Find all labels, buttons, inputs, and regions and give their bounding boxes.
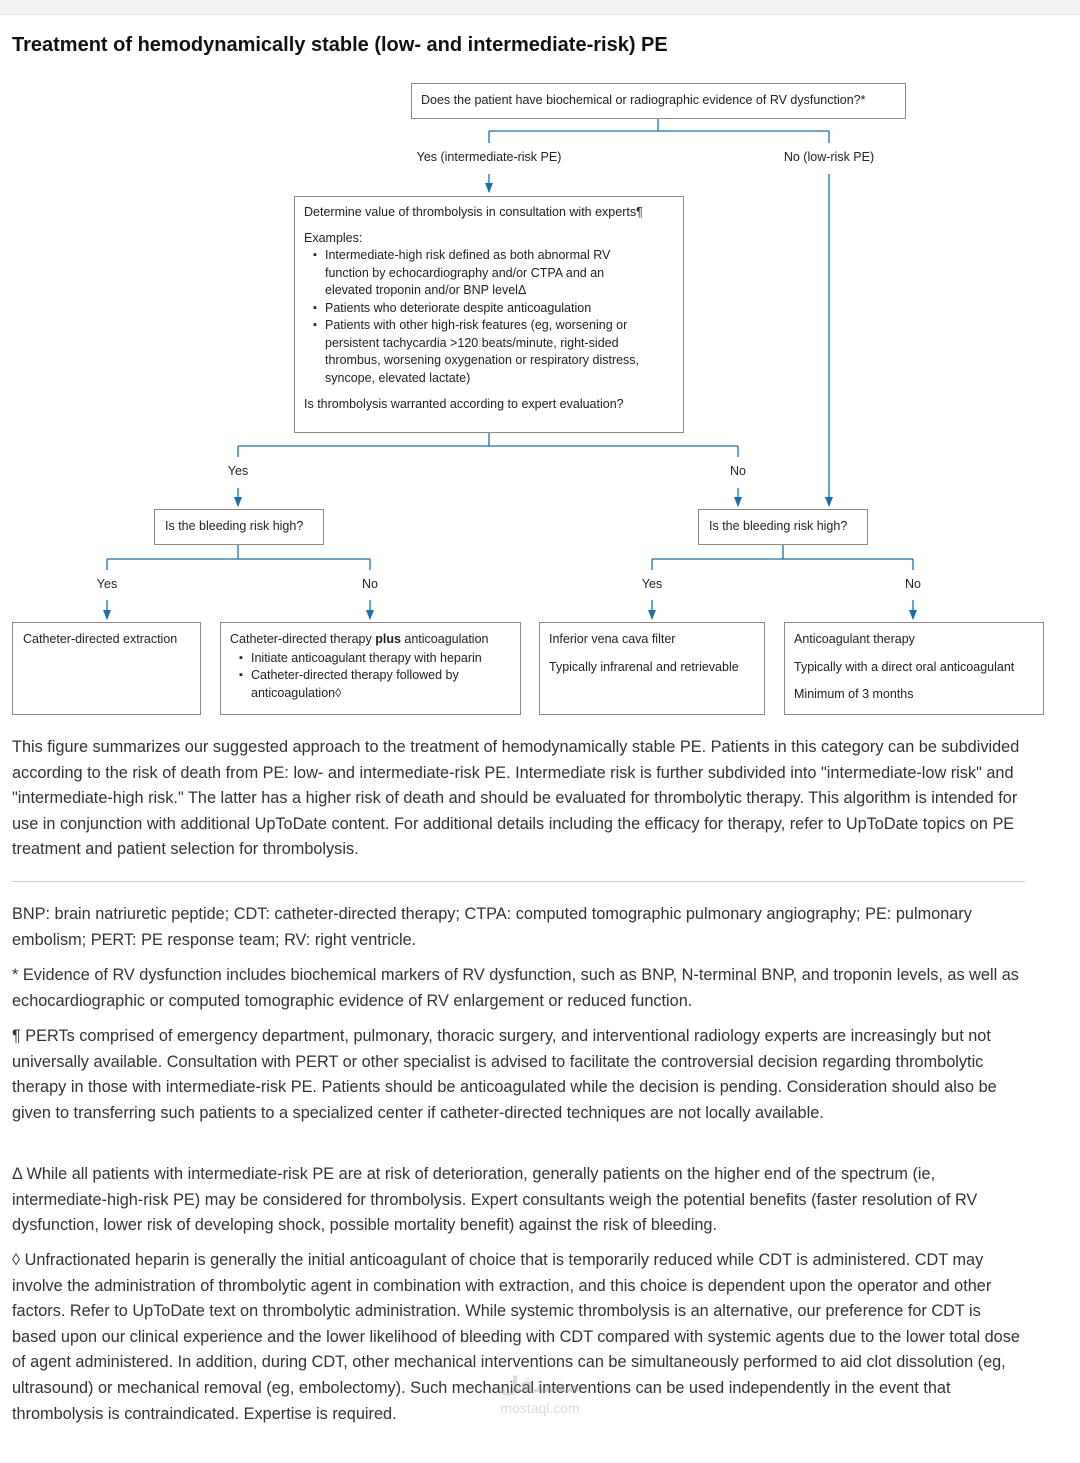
bleeding-risk-question: Is the bleeding risk high? [709, 519, 848, 533]
branch-label-yes-intermediate: Yes (intermediate-risk PE) [416, 150, 562, 164]
branch-label-no-low-risk: No (low-risk PE) [783, 150, 875, 164]
branch-label-no: No [362, 577, 378, 591]
outcome-detail: Minimum of 3 months [794, 687, 914, 701]
branch-label-no: No [905, 577, 921, 591]
branch-label-yes: Yes [641, 577, 663, 591]
thrombolysis-question: Is thrombolysis warranted according to e… [304, 397, 624, 411]
page-title: Treatment of hemodynamically stable (low… [12, 34, 668, 56]
examples-list: Intermediate-high risk defined as both a… [304, 247, 674, 387]
list-item: Initiate anticoagulant therapy with hepa… [239, 650, 511, 668]
watermark-subtext: mostaql.com [500, 1400, 580, 1416]
bleeding-risk-question-box-right: Is the bleeding risk high? [698, 509, 868, 545]
list-item: Patients with other high-risk features (… [313, 317, 674, 387]
rv-dysfunction-question: Does the patient have biochemical or rad… [421, 93, 866, 107]
footnote-pilcrow: ¶ PERTs comprised of emergency departmen… [12, 1027, 997, 1122]
bleeding-risk-question-box-left: Is the bleeding risk high? [154, 509, 324, 545]
list-item: Intermediate-high risk defined as both a… [313, 247, 674, 300]
outcome-list: Initiate anticoagulant therapy with hepa… [230, 650, 511, 703]
branch-label-no: No [730, 464, 746, 478]
watermark-text: مستقل [499, 1372, 581, 1397]
branch-label-yes: Yes [227, 464, 249, 478]
watermark-logo: مستقل mostaql.com [470, 1372, 610, 1416]
outcome-detail: Typically infrarenal and retrievable [549, 659, 739, 674]
outcome-heading-pre: Catheter-directed therapy [230, 632, 376, 646]
footnote-diamond: ◊ Unfractionated heparin is generally th… [12, 1251, 1020, 1423]
outcome-anticoagulant-box: Anticoagulant therapy Typically with a d… [784, 622, 1044, 715]
outcome-text: Inferior vena cava filter [549, 632, 676, 646]
footnote-star: * Evidence of RV dysfunction includes bi… [12, 966, 1019, 1010]
outcome-heading-post: anticoagulation [400, 632, 489, 646]
outcome-heading-bold: plus [375, 632, 401, 646]
list-item: Patients who deteriorate despite anticoa… [313, 300, 674, 318]
outcome-text: Catheter-directed extraction [23, 632, 178, 646]
divider [12, 881, 1025, 882]
consultation-heading: Determine value of thrombolysis in consu… [304, 205, 643, 219]
outcome-catheter-therapy-box: Catheter-directed therapy plus anticoagu… [220, 622, 521, 715]
figure-summary: This figure summarizes our suggested app… [12, 738, 1020, 859]
rv-dysfunction-question-box: Does the patient have biochemical or rad… [411, 83, 906, 119]
flowchart-connectors [103, 118, 917, 620]
branch-label-yes: Yes [96, 577, 118, 591]
expert-consultation-box: Determine value of thrombolysis in consu… [294, 196, 684, 433]
outcome-heading: Catheter-directed therapy plus anticoagu… [230, 631, 511, 649]
browser-top-bar [0, 0, 1080, 15]
footnote-delta: Δ While all patients with intermediate-r… [12, 1165, 978, 1235]
bleeding-risk-question: Is the bleeding risk high? [165, 519, 304, 533]
examples-label: Examples: [304, 230, 363, 245]
outcome-detail: Typically with a direct oral anticoagula… [794, 659, 1015, 674]
footnote-abbreviations: BNP: brain natriuretic peptide; CDT: cat… [12, 905, 972, 949]
outcome-catheter-extraction-box: Catheter-directed extraction [12, 622, 201, 715]
list-item: Catheter-directed therapy followed by an… [239, 667, 471, 702]
outcome-ivc-filter-box: Inferior vena cava filter Typically infr… [539, 622, 765, 715]
outcome-text: Anticoagulant therapy [794, 632, 915, 646]
